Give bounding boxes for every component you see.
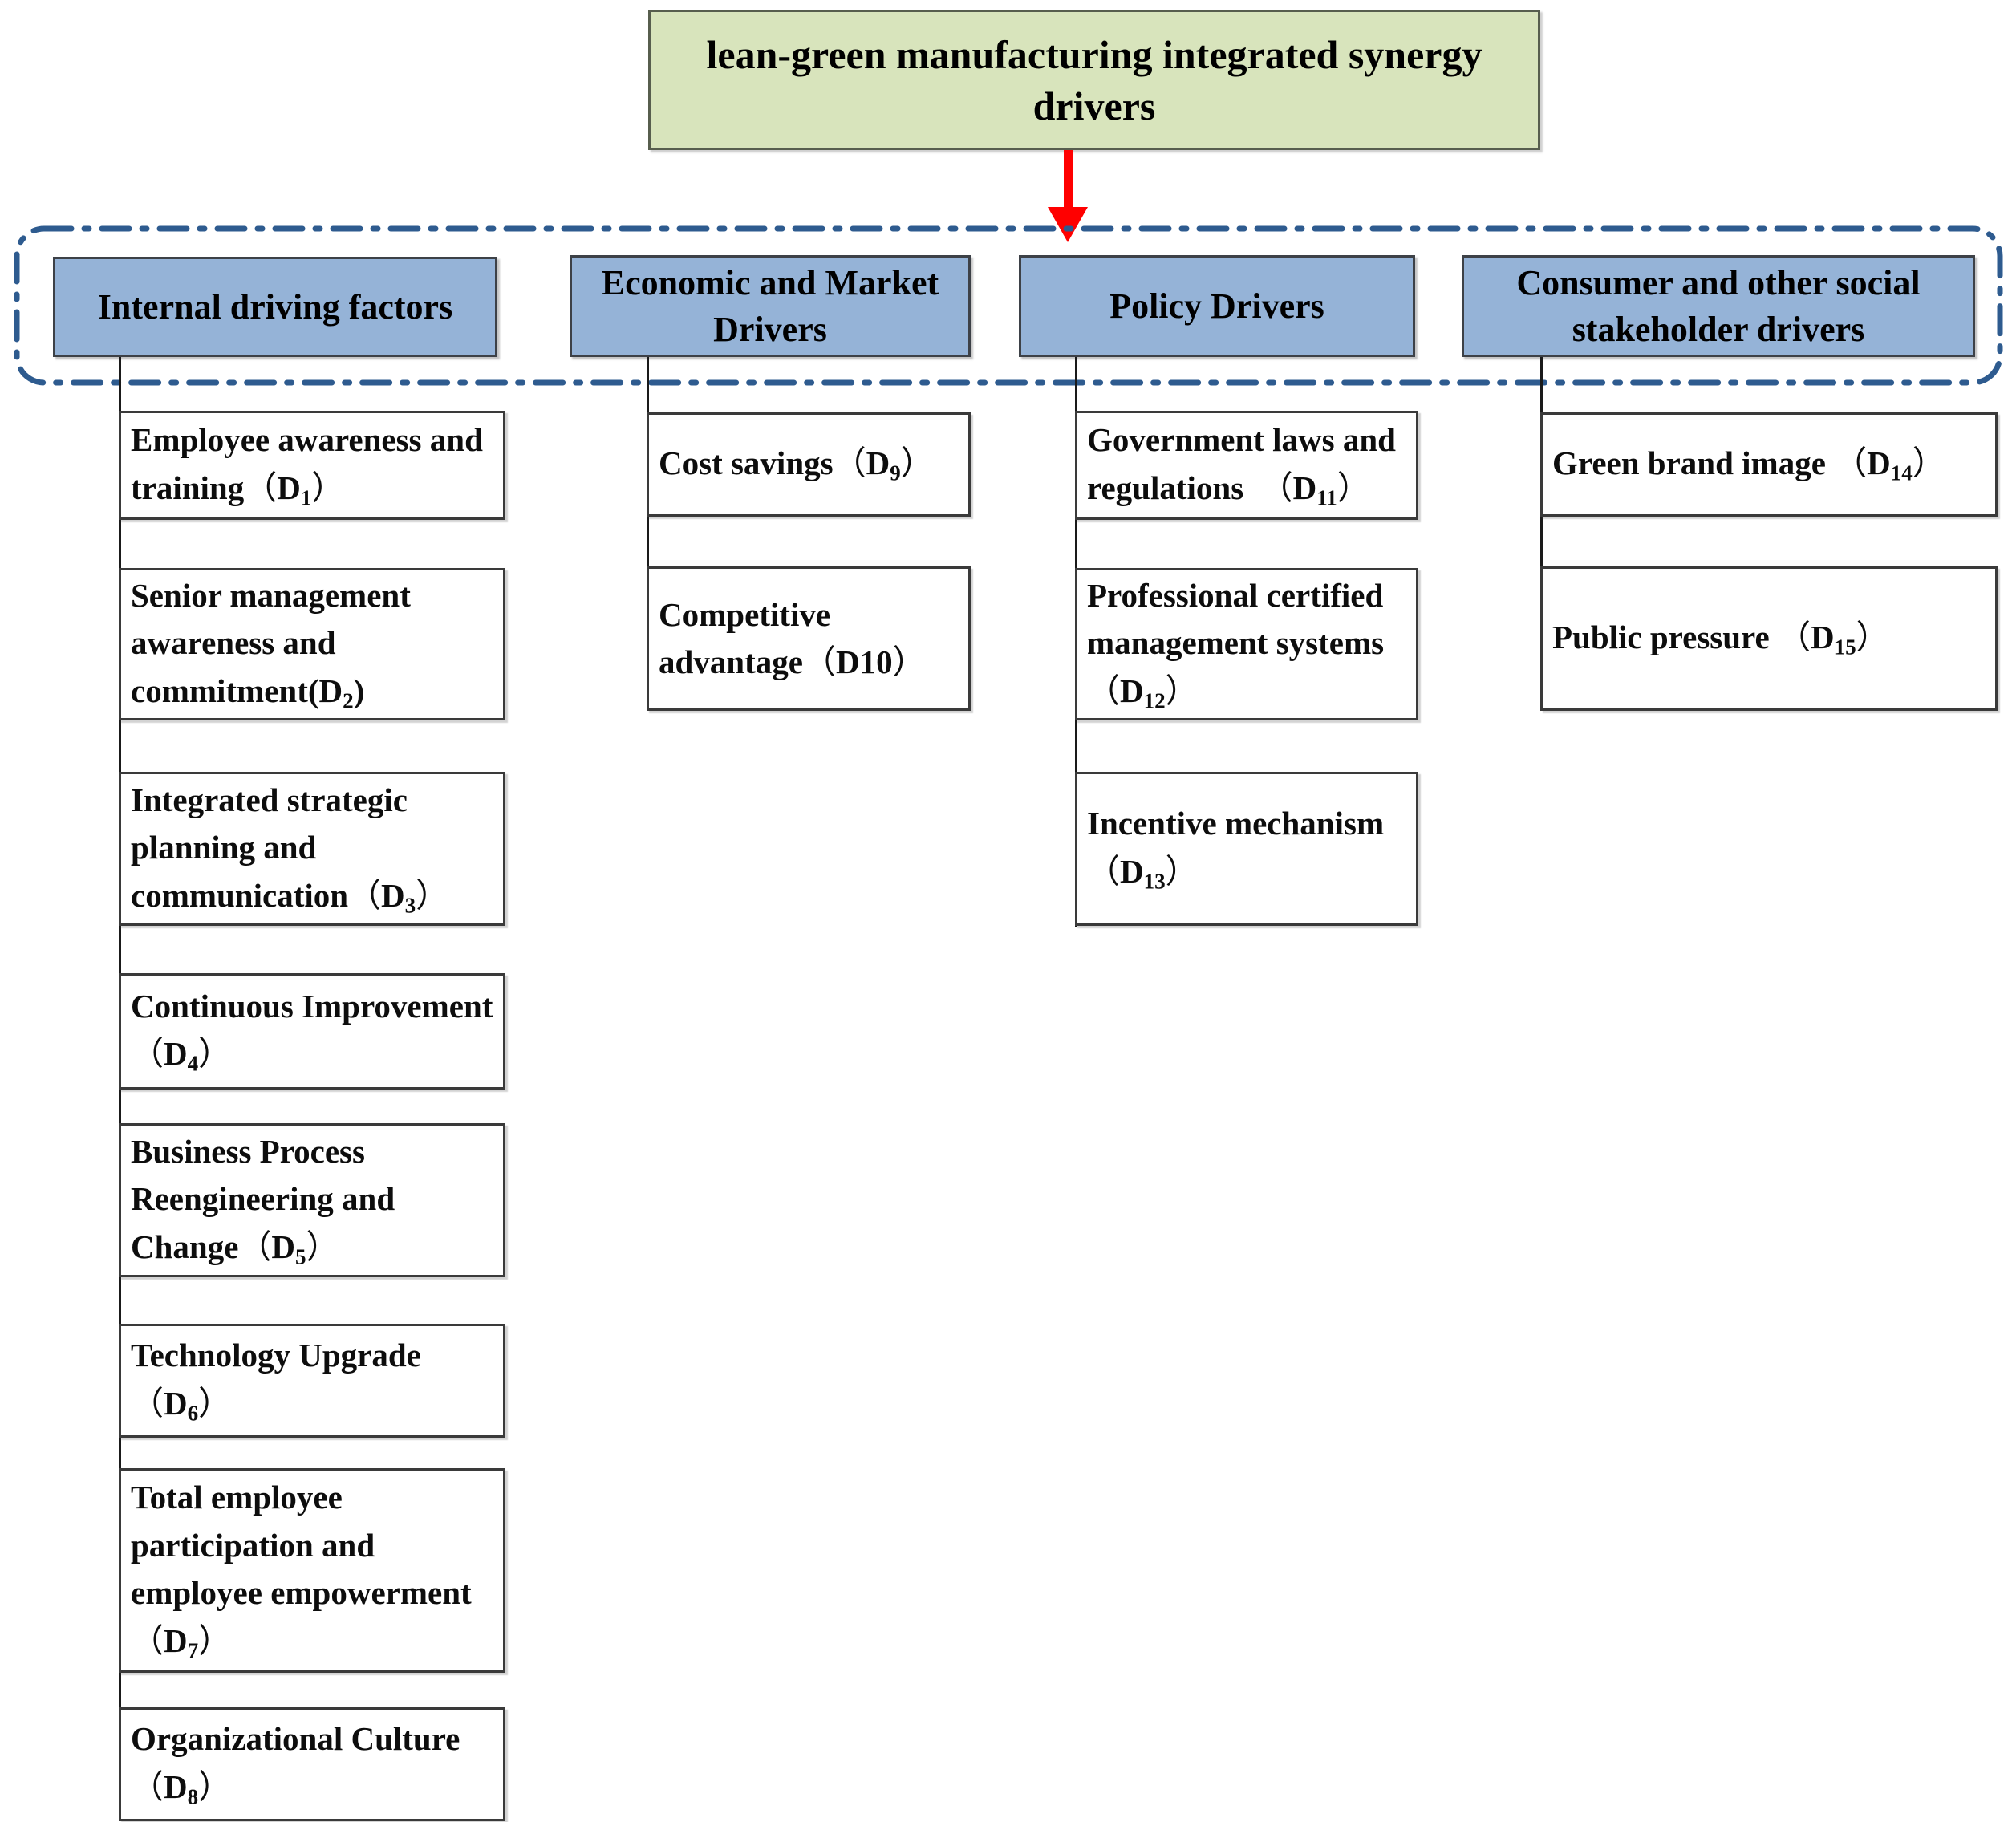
root-title-box: lean-green manufacturing integrated syne… [648,10,1540,150]
leaf-label-d5: Business Process Reengineering and Chang… [131,1132,395,1269]
category-header-economic-label: Economic and Market Drivers [601,263,939,349]
leaf-box-d11[interactable]: Government laws and regulations （D11） [1075,411,1418,520]
leaf-label-d4: Continuous Improvement （D4） [131,987,493,1076]
leaf-box-d9[interactable]: Cost savings（D9） [647,412,971,517]
category-header-internal-label: Internal driving factors [97,286,453,327]
leaf-box-d12[interactable]: Professional certified management system… [1075,568,1418,720]
leaf-label-d13: Incentive mechanism （D13） [1087,805,1385,894]
category-header-policy[interactable]: Policy Drivers [1019,255,1415,357]
leaf-label-d14: Green brand image （D14） [1552,444,1945,485]
leaf-label-d7: Total employee participation and employe… [131,1479,472,1663]
dashdot-rect-icon [14,225,2003,386]
red-arrow-shaft-icon [1064,150,1073,213]
category-header-consumer-label: Consumer and other social stakeholder dr… [1516,263,1921,349]
leaf-box-d2[interactable]: Senior management awareness and commitme… [119,568,505,720]
category-group-dashdot-border [14,225,2003,386]
leaf-label-d15: Public pressure （D15） [1552,619,1889,659]
leaf-box-d5[interactable]: Business Process Reengineering and Chang… [119,1123,505,1277]
leaf-label-d2: Senior management awareness and commitme… [131,576,411,713]
leaf-box-d7[interactable]: Total employee participation and employe… [119,1468,505,1673]
category-header-internal[interactable]: Internal driving factors [53,257,497,357]
leaf-label-d9: Cost savings（D9） [659,444,934,485]
category-header-economic[interactable]: Economic and Market Drivers [570,255,971,357]
spine-economic [647,357,649,706]
leaf-box-d8[interactable]: Organizational Culture （D8） [119,1707,505,1821]
root-title-label: lean-green manufacturing integrated syne… [706,31,1483,128]
leaf-box-d1[interactable]: Employee awareness and training（D1） [119,411,505,520]
leaf-box-d15[interactable]: Public pressure （D15） [1540,566,1998,711]
leaf-label-d6: Technology Upgrade （D6） [131,1337,421,1426]
leaf-box-d4[interactable]: Continuous Improvement （D4） [119,973,505,1090]
leaf-box-d6[interactable]: Technology Upgrade （D6） [119,1324,505,1438]
category-header-consumer[interactable]: Consumer and other social stakeholder dr… [1462,255,1975,357]
leaf-box-d3[interactable]: Integrated strategic planning and commun… [119,772,505,926]
leaf-label-d8: Organizational Culture （D8） [131,1720,460,1809]
leaf-label-d12: Professional certified management system… [1087,576,1385,713]
spine-consumer [1540,357,1543,706]
leaf-label-d10: Competitive advantage（D10） [659,595,926,680]
leaf-box-d10[interactable]: Competitive advantage（D10） [647,566,971,711]
leaf-box-d14[interactable]: Green brand image （D14） [1540,412,1998,517]
leaf-box-d13[interactable]: Incentive mechanism （D13） [1075,772,1418,926]
leaf-label-d3: Integrated strategic planning and commun… [131,781,449,918]
red-arrow-head-icon [1048,207,1088,242]
leaf-label-d11: Government laws and regulations （D11） [1087,421,1396,510]
leaf-label-d1: Employee awareness and training（D1） [131,421,483,510]
category-header-policy-label: Policy Drivers [1109,286,1324,326]
